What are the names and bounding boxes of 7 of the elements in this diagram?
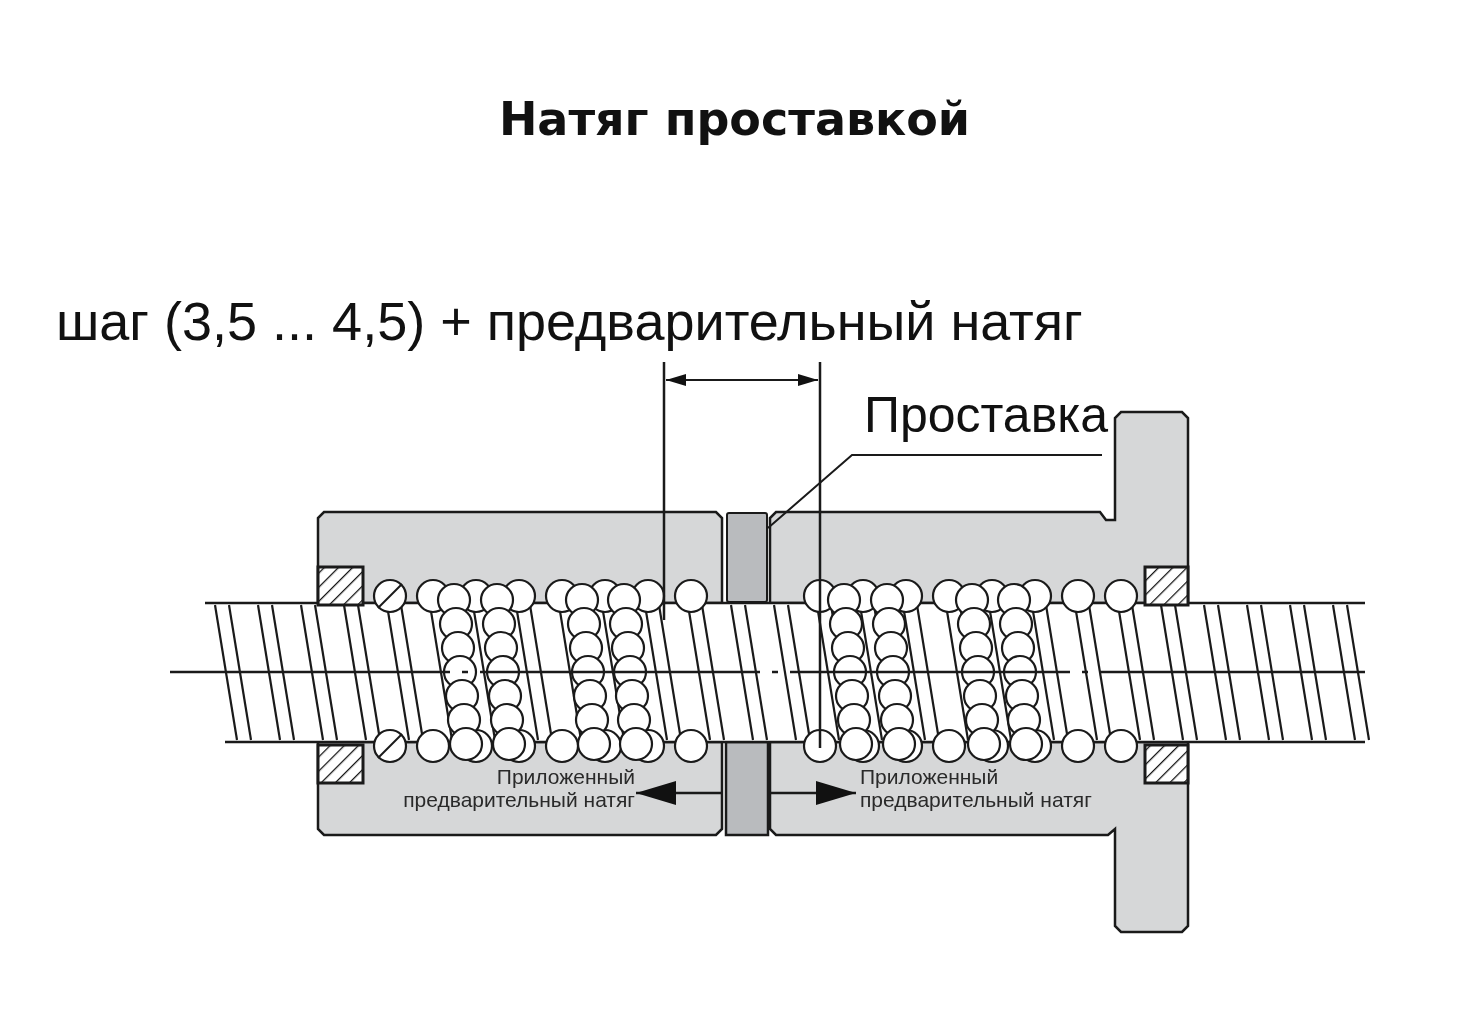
spacer-block (726, 512, 768, 603)
callout-label: Проставка (838, 388, 1108, 454)
force-label: Приложенный предварительный натяг (402, 765, 635, 812)
leader-line (767, 454, 1103, 529)
force-label: Приложенный предварительный натяг (860, 765, 1093, 812)
title: Натяг проставкой (497, 92, 972, 146)
dimension-label: шаг (3,5 ... 4,5) + предварительный натяг (56, 292, 1084, 352)
